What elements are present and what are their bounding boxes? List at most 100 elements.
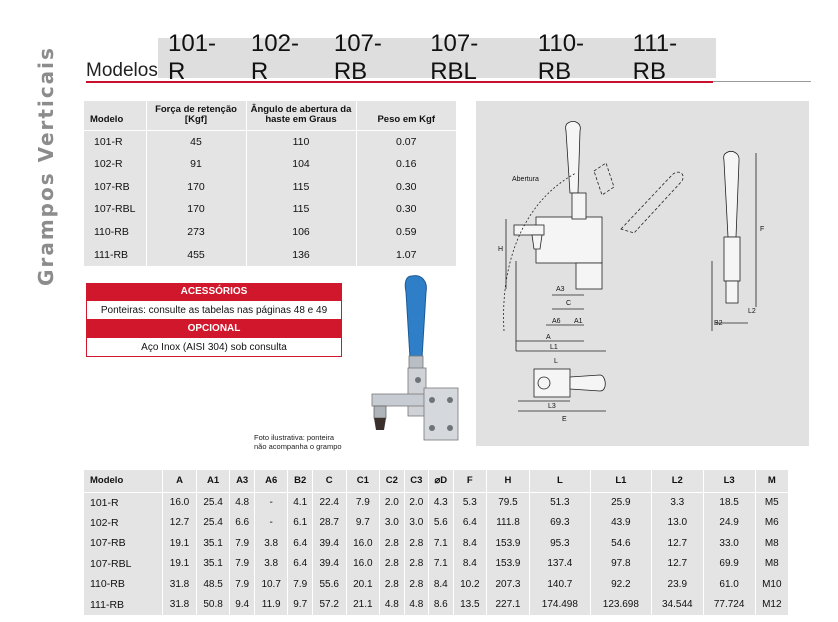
dim-table-header-cell: F <box>452 470 487 492</box>
spec-table-cell: 0.30 <box>355 175 456 199</box>
dim-table-cell: - <box>253 492 288 513</box>
front-stem <box>725 280 739 304</box>
spec-table-cell: 273 <box>145 220 246 244</box>
dim-table-cell: 110-RB <box>90 578 125 591</box>
dim-table-cell: 227.1 <box>486 594 530 615</box>
dim-table-cell: 22.4 <box>311 492 347 513</box>
spindle-nut <box>373 405 387 419</box>
dim-table-cell: 7.1 <box>428 533 454 554</box>
models-label: Modelos <box>86 60 158 81</box>
spec-table-cell: 136 <box>245 243 356 266</box>
dim-table-cell: 23.9 <box>650 574 704 595</box>
dim-table-cell: 10.7 <box>253 574 288 595</box>
dim-table-cell: 79.5 <box>486 492 530 513</box>
accessories-box: ACESSÓRIOS Ponteiras: consulte as tabela… <box>86 283 342 357</box>
dim-table-cell: 9.7 <box>287 594 313 615</box>
dim-table-cell: 35.1 <box>195 553 230 574</box>
dim-table-cell: 2.8 <box>379 553 405 574</box>
dim-table-cell: 101-R <box>90 496 119 509</box>
dim-table-cell: 2.8 <box>403 533 429 554</box>
front-handle <box>723 151 740 238</box>
label-A6: A6 <box>552 318 561 325</box>
spec-table-header: Modelo Força de retenção [Kgf] Ângulo de… <box>84 101 456 131</box>
dim-table-cell: 7.9 <box>229 553 255 574</box>
dim-table-cell: 4.8 <box>229 492 255 513</box>
dim-table-cell: 16.0 <box>345 533 380 554</box>
dim-table-cell: 92.2 <box>589 574 652 595</box>
drawing-spindle <box>531 234 543 250</box>
spec-table-cell: 115 <box>245 198 356 221</box>
spec-table-cell: 0.30 <box>355 198 456 221</box>
drawing-handle <box>565 121 581 194</box>
spec-table-cell: 0.59 <box>355 220 456 244</box>
spec-table-cell: 115 <box>245 175 356 199</box>
technical-drawing: Abertura A3 C A6 A1 A L1 L H F B2 L2 L3 … <box>476 101 809 446</box>
label-E: E <box>562 416 567 423</box>
dim-table-cell: 25.4 <box>195 512 230 533</box>
optional-title: OPCIONAL <box>86 320 342 337</box>
dim-table-cell: 7.9 <box>287 574 313 595</box>
dim-table-cell: 24.9 <box>702 512 756 533</box>
dim-table-cell: 20.1 <box>345 574 380 595</box>
base-hole <box>429 397 435 403</box>
dim-table-cell: 51.3 <box>528 492 591 513</box>
dim-table-header-cell: C3 <box>403 470 429 492</box>
dim-table-cell: M6 <box>754 512 788 533</box>
dim-table-cell: 13.5 <box>452 594 487 615</box>
dim-table-cell: 3.8 <box>253 533 288 554</box>
spec-col-angulo: Ângulo de abertura da haste em Graus <box>245 101 356 131</box>
dim-table-cell: 8.4 <box>452 553 487 574</box>
dim-table-cell: 6.4 <box>287 553 313 574</box>
dim-table-cell: 6.6 <box>229 512 255 533</box>
dim-table-header-cell: L3 <box>702 470 756 492</box>
optional-text: Aço Inox (AISI 304) sob consulta <box>86 337 342 357</box>
dim-table-cell: 8.4 <box>428 574 454 595</box>
drawing-handle-open2 <box>620 171 684 234</box>
dim-table-cell: 31.8 <box>162 594 197 615</box>
dim-table-cell: 9.4 <box>229 594 255 615</box>
spec-table-cell: 455 <box>145 243 246 266</box>
dim-table-cell: 12.7 <box>650 533 704 554</box>
spec-table-cell: 110-RB <box>94 226 129 239</box>
dim-table-cell: 107-RBL <box>90 557 132 570</box>
dim-table-cell: M10 <box>754 574 788 595</box>
dim-table-cell: 3.0 <box>379 512 405 533</box>
spec-table-cell: 170 <box>145 198 246 221</box>
dim-table-cell: 2.8 <box>403 574 429 595</box>
dim-table-cell: 9.7 <box>345 512 380 533</box>
spec-table-cell: 91 <box>145 152 246 176</box>
dim-table-cell: 7.1 <box>428 553 454 574</box>
dim-table-cell: 6.4 <box>287 533 313 554</box>
drawing-link <box>571 192 587 220</box>
model-name: 110-RB <box>537 30 585 85</box>
dim-table-cell: 4.8 <box>403 594 429 615</box>
dim-table-cell: 61.0 <box>702 574 756 595</box>
dim-table-cell: 54.6 <box>589 533 652 554</box>
model-name: 101-R <box>168 30 217 85</box>
top-hole <box>537 376 551 390</box>
label-H: H <box>498 246 503 253</box>
dim-table-header-cell: A <box>162 470 197 492</box>
dim-table-cell: 6.1 <box>287 512 313 533</box>
dim-table-cell: 18.5 <box>702 492 756 513</box>
dim-table-cell: 95.3 <box>528 533 591 554</box>
dim-table-cell: 153.9 <box>486 553 530 574</box>
dim-table-cell: M12 <box>754 594 788 615</box>
spec-table-cell: 110 <box>245 130 356 153</box>
dim-table-cell: 39.4 <box>311 553 347 574</box>
spec-table-cell: 45 <box>145 130 246 153</box>
spindle-tip <box>374 418 386 430</box>
dim-table-cell: 8.4 <box>452 533 487 554</box>
spec-table-cell: 107-RB <box>94 180 130 193</box>
dim-table-cell: 123.698 <box>589 594 652 615</box>
dim-table-cell: 3.8 <box>253 553 288 574</box>
handle-grip <box>404 275 427 359</box>
spec-table-cell: 111-RB <box>94 248 129 261</box>
dim-table-header-cell: L2 <box>650 470 704 492</box>
